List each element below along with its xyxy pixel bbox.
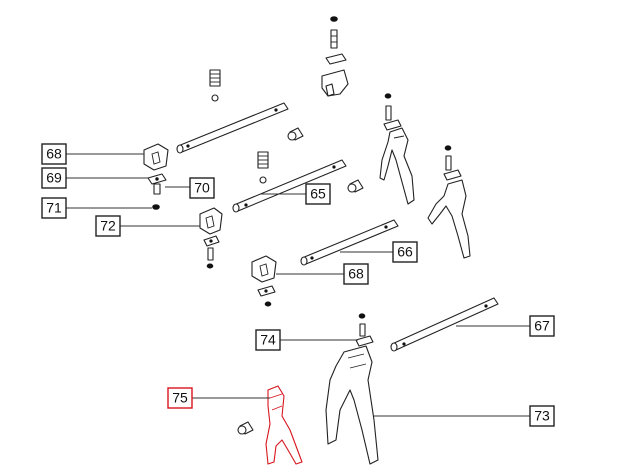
- shift-rod-65[interactable]: [232, 159, 347, 213]
- callout-70: 70: [189, 177, 215, 199]
- callout-67: 67: [529, 315, 555, 337]
- callout-68-upper: 68: [41, 143, 67, 165]
- interlock-pin-3[interactable]: [237, 421, 254, 435]
- shift-block-68-upper[interactable]: [143, 143, 169, 171]
- svg-text:72: 72: [100, 218, 116, 234]
- svg-text:73: 73: [534, 408, 550, 424]
- callout-74: 74: [255, 329, 281, 351]
- spring-top[interactable]: [209, 69, 221, 102]
- svg-text:70: 70: [194, 180, 210, 196]
- svg-text:69: 69: [46, 170, 62, 186]
- callout-73: 73: [529, 405, 555, 427]
- svg-text:66: 66: [397, 244, 413, 260]
- interlock-pin-2[interactable]: [347, 179, 364, 193]
- shift-rod-66[interactable]: [300, 219, 399, 266]
- svg-text:71: 71: [46, 200, 62, 216]
- bolt-74[interactable]: [355, 313, 374, 347]
- shift-fork-75[interactable]: [265, 385, 303, 465]
- bolt-fork-right[interactable]: [443, 145, 462, 181]
- svg-text:67: 67: [534, 318, 550, 334]
- spring-middle[interactable]: [257, 151, 269, 184]
- washer-68-lower[interactable]: [257, 285, 276, 307]
- callout-69: 69: [41, 167, 67, 189]
- bolt-top[interactable]: [325, 16, 347, 65]
- shift-fork-73[interactable]: [325, 345, 379, 465]
- shift-block-68-lower[interactable]: [251, 255, 277, 283]
- callout-66: 66: [392, 241, 418, 263]
- svg-text:75: 75: [172, 390, 188, 406]
- callout-65: 65: [305, 183, 331, 205]
- svg-text:68: 68: [348, 266, 364, 282]
- shift-block-top[interactable]: [321, 69, 349, 97]
- pin-70[interactable]: [153, 183, 161, 195]
- bolt-fork-upper[interactable]: [383, 93, 402, 131]
- washer-69[interactable]: [147, 173, 167, 185]
- ball-71[interactable]: [152, 204, 160, 210]
- svg-text:74: 74: [260, 332, 276, 348]
- shift-rod-67[interactable]: [390, 297, 499, 352]
- shift-fork-upper[interactable]: [379, 127, 415, 205]
- callout-71: 71: [41, 197, 67, 219]
- callout-72: 72: [95, 215, 121, 237]
- shift-fork-right[interactable]: [427, 179, 471, 259]
- callout-75: 75: [167, 387, 193, 409]
- shift-block-72[interactable]: [199, 207, 223, 235]
- callout-68-lower: 68: [343, 263, 369, 285]
- interlock-pin-1[interactable]: [287, 127, 304, 141]
- svg-text:68: 68: [46, 146, 62, 162]
- shift-rod-top[interactable]: [176, 102, 289, 154]
- washer-72-lower[interactable]: [203, 235, 220, 269]
- svg-text:65: 65: [310, 186, 326, 202]
- leader-lines: [66, 153, 530, 417]
